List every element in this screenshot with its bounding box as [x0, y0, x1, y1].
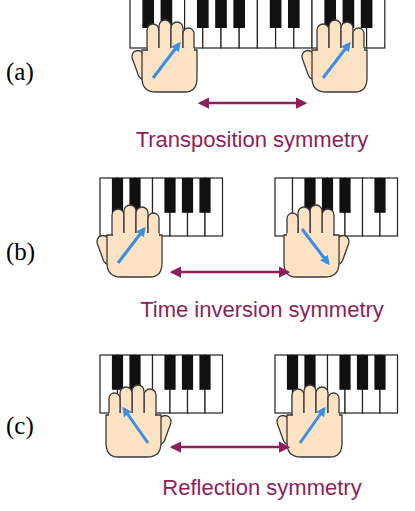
- black-key: [339, 178, 350, 213]
- hand: [130, 20, 197, 92]
- black-key: [374, 178, 385, 213]
- double-arrow: [200, 102, 305, 105]
- double-arrows: [172, 103, 305, 447]
- black-key: [215, 0, 227, 28]
- black-key: [374, 355, 385, 390]
- caption: Time inversion symmetry: [140, 298, 384, 322]
- black-key: [233, 0, 245, 28]
- double-arrow: [172, 446, 288, 449]
- black-key: [287, 355, 298, 390]
- keyboards: [100, 0, 398, 413]
- hand: [300, 20, 367, 92]
- caption: Transposition symmetry: [136, 128, 369, 152]
- black-key: [199, 355, 210, 390]
- black-key: [164, 355, 175, 390]
- black-key: [182, 355, 193, 390]
- panel-letter: (a): [6, 58, 34, 86]
- black-key: [199, 178, 210, 213]
- black-key: [164, 178, 175, 213]
- black-key: [182, 178, 193, 213]
- black-key: [112, 355, 123, 390]
- black-key: [270, 0, 282, 28]
- hand: [106, 385, 173, 457]
- hands: [95, 20, 367, 457]
- panel-letter: (c): [6, 412, 34, 440]
- caption: Reflection symmetry: [162, 476, 361, 500]
- panel-letter: (b): [6, 238, 35, 266]
- black-key: [339, 355, 350, 390]
- black-key: [361, 0, 373, 28]
- double-arrow: [172, 271, 288, 274]
- black-key: [357, 355, 368, 390]
- black-key: [288, 0, 300, 28]
- black-key: [112, 178, 123, 213]
- black-key: [322, 178, 333, 213]
- black-key: [197, 0, 209, 28]
- hand: [284, 205, 351, 277]
- hand: [95, 205, 162, 277]
